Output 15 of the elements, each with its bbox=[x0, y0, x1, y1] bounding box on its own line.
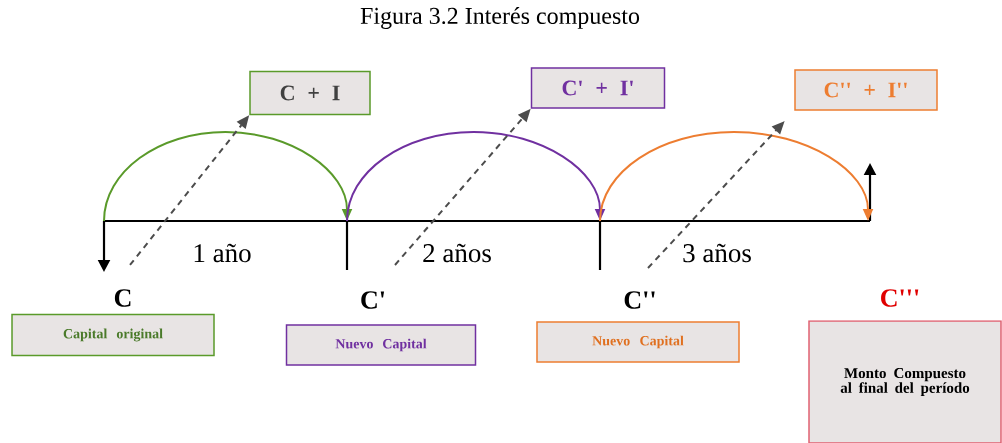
text-box: Capital original bbox=[11, 313, 215, 357]
text-box: Monto Compuesto al final del período bbox=[808, 320, 1002, 443]
title: Figura 3.2 Interés compuesto bbox=[360, 7, 640, 29]
period-label: 2 años bbox=[423, 243, 491, 263]
text-box: Nuevo Capital bbox=[536, 321, 740, 363]
text-box: Nuevo Capital bbox=[285, 324, 477, 366]
capital-label: C bbox=[114, 289, 131, 307]
capital-label: C' bbox=[361, 291, 385, 309]
text-box: C + I bbox=[249, 70, 371, 116]
capital-label: C'' bbox=[624, 291, 655, 309]
text-box: C' + I' bbox=[530, 67, 666, 109]
period-label: 3 años bbox=[683, 243, 751, 263]
text-box: C'' + I'' bbox=[794, 69, 938, 111]
period-label: 1 año bbox=[194, 243, 251, 263]
capital-label: C''' bbox=[881, 289, 919, 307]
